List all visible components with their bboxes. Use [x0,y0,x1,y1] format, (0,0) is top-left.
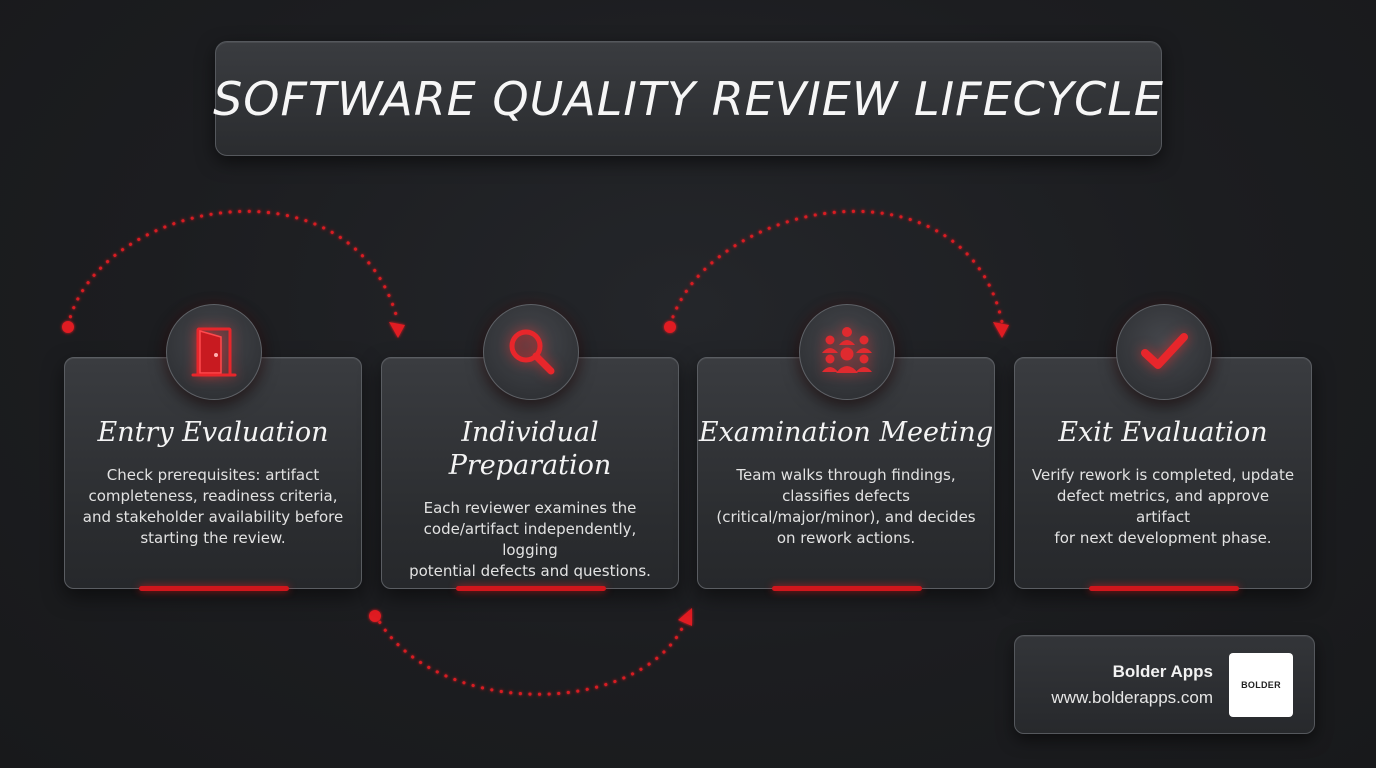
magnifier-icon [509,329,555,375]
step-title: Exit Evaluation [1058,417,1268,448]
brand-name: Bolder Apps [1112,662,1213,681]
checkmark-icon [1141,333,1188,369]
accent-bar [456,586,606,591]
step-description: Each reviewer examines the code/artifact… [398,498,662,582]
description-line: potential defects and questions. [409,562,651,580]
step-title-line: Individual [461,417,599,448]
step-title: Entry Evaluation [97,417,329,448]
checkmark-icon-badge [1116,304,1212,400]
page-title: SOFTWARE QUALITY REVIEW LIFECYCLE [213,71,1164,126]
step-description: Verify rework is completed, update defec… [1031,465,1295,549]
description-line: (critical/major/minor), and decides [716,508,976,526]
description-line: Check prerequisites: artifact [106,466,320,484]
connector-arrowhead-2 [678,608,692,626]
connector-arrowhead-3 [993,322,1009,338]
accent-bar [772,586,922,591]
accent-bar [139,586,289,591]
team-icon [822,327,872,373]
connector-arc-2 [373,612,688,696]
door-icon [191,327,237,377]
team-icon-badge [799,304,895,400]
connector-start-dot-1 [62,321,74,333]
description-line: classifies defects [782,487,910,505]
description-line: defect metrics, and approve artifact [1056,487,1270,526]
description-line: code/artifact independently, logging [423,520,637,559]
description-line: for next development phase. [1054,529,1272,547]
accent-bar [1089,586,1239,591]
description-line: and stakeholder availability before [82,508,344,526]
connector-arrowhead-1 [389,322,405,338]
brand-url[interactable]: www.bolderapps.com [1051,688,1213,707]
door-icon-badge [166,304,262,400]
description-line: on rework actions. [776,529,916,547]
description-line: Team walks through findings, [736,466,956,484]
magnifier-icon-badge [483,304,579,400]
description-line: Each reviewer examines the [423,499,637,517]
brand-card: Bolder Apps www.bolderapps.com BOLDER [1014,635,1315,734]
brand-logo: BOLDER [1229,653,1293,717]
connector-start-dot-3 [664,321,676,333]
step-title: Examination Meeting [698,417,994,448]
step-title: Individual Preparation [382,416,678,482]
description-line: completeness, readiness criteria, [88,487,338,505]
step-description: Check prerequisites: artifact completene… [81,465,345,549]
brand-logo-text: BOLDER [1241,680,1281,690]
step-description: Team walks through findings, classifies … [714,465,978,549]
description-line: Verify rework is completed, update [1031,466,1295,484]
description-line: starting the review. [140,529,286,547]
title-banner: SOFTWARE QUALITY REVIEW LIFECYCLE [213,41,1164,156]
step-title-line: Preparation [448,450,612,481]
connector-start-dot-2 [369,610,381,622]
